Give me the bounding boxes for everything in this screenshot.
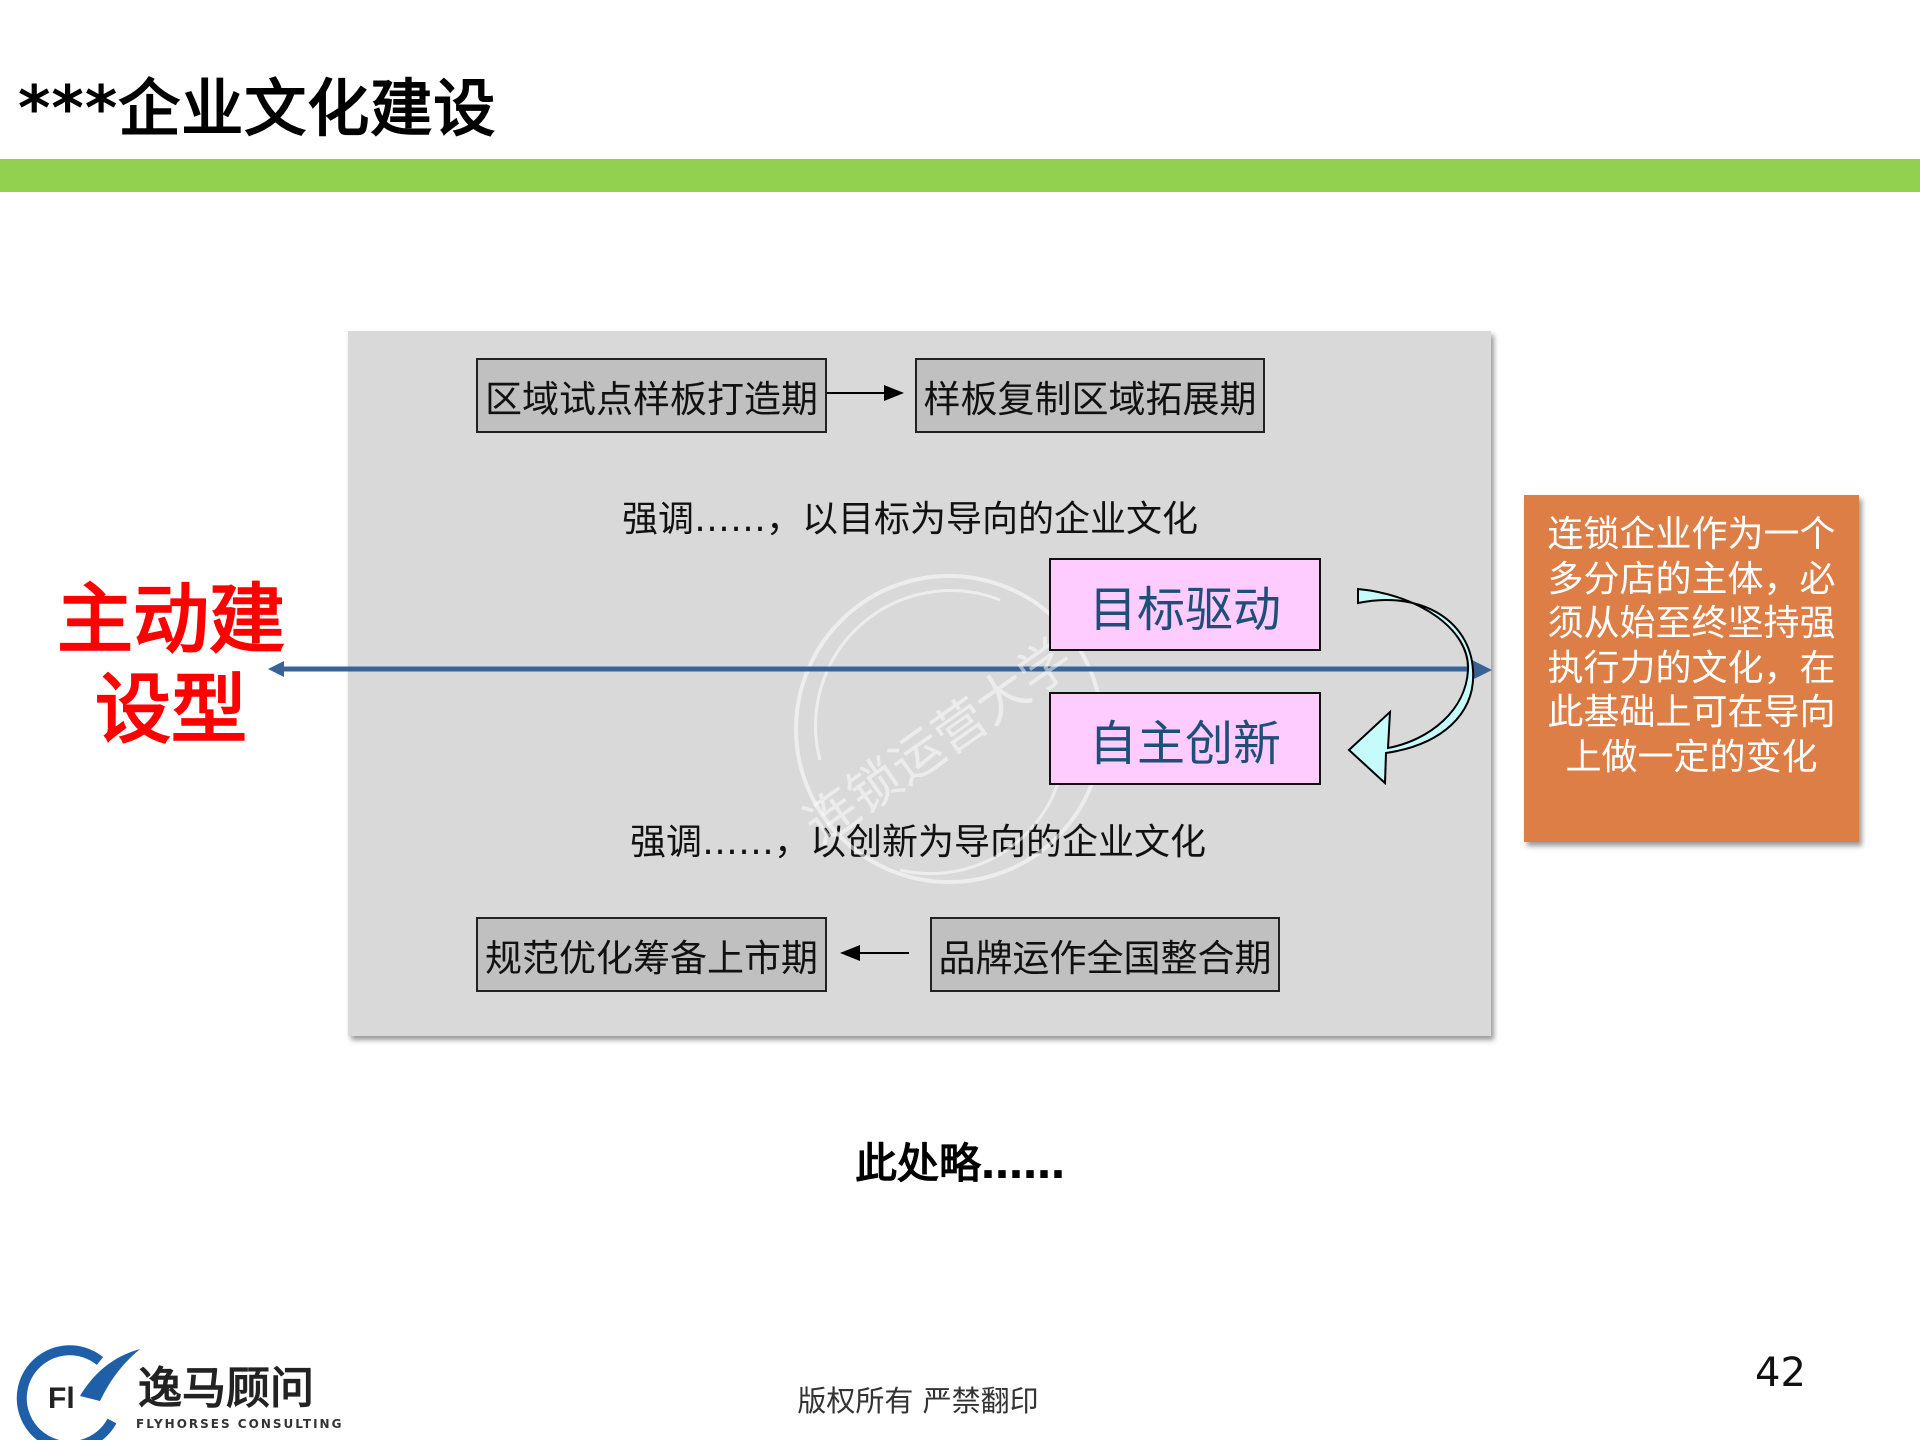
company-logo: Fl 逸马顾问 FLYHORSES CONSULTING: [0, 1341, 392, 1444]
phase-box-national-integration: 品牌运作全国整合期: [930, 917, 1280, 992]
copyright-notice: 版权所有 严禁翻印: [797, 1384, 1039, 1418]
page-title: ***企业文化建设: [18, 72, 497, 145]
proactive-build-label: 主动建 设型: [40, 575, 302, 755]
callout-box: 连锁企业作为一个多分店的主体，必须从始至终坚持强执行力的文化，在此基础上可在导向…: [1524, 495, 1859, 842]
axis-right-arrowhead-icon: [1472, 660, 1492, 680]
page-number: 42: [1755, 1350, 1806, 1396]
phase-box-replication: 样板复制区域拓展期: [915, 358, 1265, 433]
goal-driven-box: 目标驱动: [1049, 558, 1321, 651]
phase-box-pilot: 区域试点样板打造期: [476, 358, 827, 433]
logo-cn-text: 逸马顾问: [138, 1363, 314, 1414]
phase-box-ipo-prep: 规范优化筹备上市期: [476, 917, 827, 992]
title-divider-band: [0, 159, 1920, 192]
proactive-build-label-line2: 设型: [95, 665, 247, 754]
proactive-build-label-line1: 主动建: [57, 575, 285, 664]
omitted-text: 此处略……: [854, 1139, 1066, 1188]
curved-cycle-arrow-icon: [1347, 587, 1475, 786]
svg-text:Fl: Fl: [48, 1382, 75, 1415]
logo-emblem-icon: Fl 逸马顾问 FLYHORSES CONSULTING: [16, 1345, 343, 1444]
self-innovation-box: 自主创新: [1049, 692, 1321, 785]
emphasis-innovation-text: 强调……，以创新为导向的企业文化: [629, 822, 1207, 863]
emphasis-goal-text: 强调……，以目标为导向的企业文化: [621, 499, 1199, 540]
axis-left-arrowhead-icon: [268, 661, 284, 677]
logo-en-text: FLYHORSES CONSULTING: [136, 1417, 343, 1431]
